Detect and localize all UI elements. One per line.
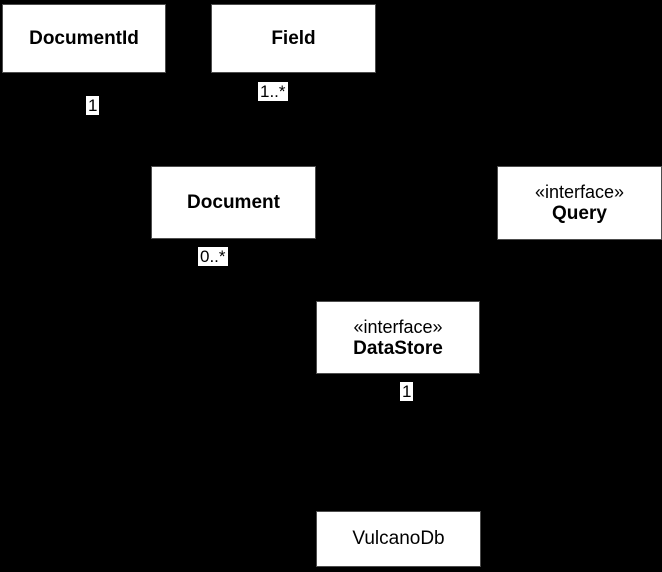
class-node-documentid: DocumentId xyxy=(2,4,166,73)
multiplicity-label-document-end: 0..* xyxy=(198,247,228,266)
multiplicity-label-documentid-end: 1 xyxy=(86,96,100,115)
interface-node-datastore: «interface» DataStore xyxy=(316,301,480,374)
class-name-label: DocumentId xyxy=(29,27,139,49)
class-node-field: Field xyxy=(211,4,376,73)
class-name-label: Document xyxy=(187,191,280,213)
stereotype-label: «interface» xyxy=(353,316,443,337)
class-name-label: VulcanoDb xyxy=(352,528,445,549)
interface-name-label: Query xyxy=(552,203,607,224)
interface-name-label: DataStore xyxy=(353,337,443,359)
interface-node-query: «interface» Query xyxy=(497,166,662,240)
stereotype-label: «interface» xyxy=(534,182,625,202)
multiplicity-label-datastore-end: 1 xyxy=(400,382,414,401)
class-node-vulcanodb: VulcanoDb xyxy=(316,511,481,567)
class-name-label: Field xyxy=(271,27,316,49)
class-node-document: Document xyxy=(151,166,316,239)
multiplicity-label-field-end: 1..* xyxy=(258,82,288,101)
